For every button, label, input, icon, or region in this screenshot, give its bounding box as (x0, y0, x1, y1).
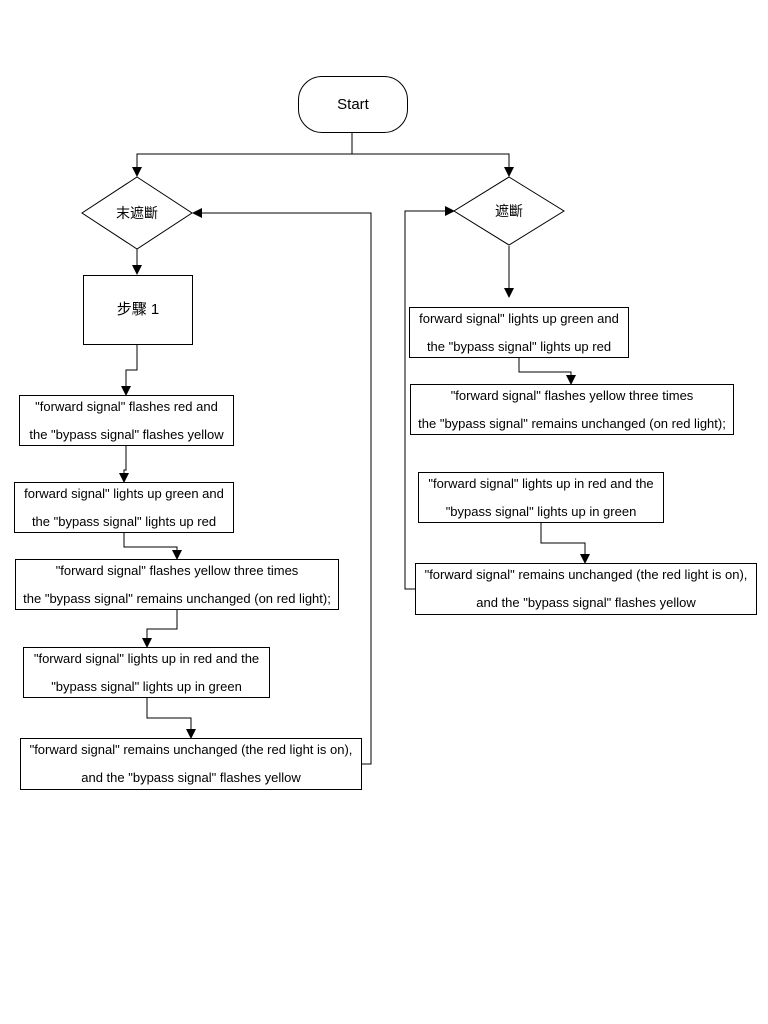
right-box-2-line1: "forward signal" flashes yellow three ti… (450, 387, 694, 403)
left-box-2-line1: forward signal" lights up green and (24, 485, 224, 501)
left-box-2-line2: the "bypass signal" lights up red (31, 513, 217, 529)
right-box-1: forward signal" lights up green and the "… (409, 307, 629, 358)
left-box-5-line2: and the "bypass signal" flashes yellow (81, 770, 301, 785)
decision-label-left: 末遮斷 (116, 205, 158, 221)
left-box-1-line2: the "bypass signal" flashes yellow (29, 426, 224, 442)
right-box-4-line1: "forward signal" remains unchanged (the … (424, 567, 748, 582)
left-box-1-line1: "forward signal" flashes red and (35, 398, 218, 414)
right-box-3: "forward signal" lights up in red and th… (418, 472, 664, 523)
step-1-box: 步驟 1 (83, 275, 193, 345)
decision-diamond-left (81, 176, 193, 250)
connector-right-box1-box2 (518, 358, 576, 385)
connector-left-box4-box5 (146, 698, 196, 739)
start-label: Start (337, 95, 369, 113)
left-box-5: "forward signal" remains unchanged (the … (20, 738, 362, 790)
left-box-4-line2: "bypass signal" lights up in green (51, 678, 242, 694)
right-box-2-line2: the "bypass signal" remains unchanged (o… (418, 415, 726, 431)
connector-step-box1 (121, 344, 138, 396)
connector-left-box1-box2 (119, 446, 129, 483)
left-box-4-line1: "forward signal" lights up in red and th… (33, 650, 260, 666)
right-box-1-line2: the "bypass signal" lights up red (426, 338, 612, 354)
connector-left-box2-box3 (123, 533, 182, 560)
right-box-3-line1: "forward signal" lights up in red and th… (428, 475, 654, 491)
decision-label-right: 遮斷 (495, 203, 523, 219)
connector-right-loop (404, 206, 455, 590)
connector-right-box3-box4 (540, 523, 590, 564)
left-box-2: forward signal" lights up green and the "… (14, 482, 234, 533)
step-1-label: 步驟 1 (116, 301, 160, 318)
right-box-4-line2: and the "bypass signal" flashes yellow (476, 595, 696, 610)
left-box-3-line1: "forward signal" flashes yellow three ti… (55, 562, 299, 578)
left-box-5-line1: "forward signal" remains unchanged (the … (29, 742, 353, 757)
right-box-1-line1: forward signal" lights up green and (419, 310, 619, 326)
left-box-3: "forward signal" flashes yellow three ti… (15, 559, 339, 610)
left-box-4: "forward signal" lights up in red and th… (23, 647, 270, 698)
connector-left-loop (192, 208, 372, 765)
left-box-1: "forward signal" flashes red and the "byp… (19, 395, 234, 446)
connector-left-box3-box4 (142, 610, 178, 648)
right-box-3-line2: "bypass signal" lights up in green (445, 503, 637, 519)
left-box-3-line2: the "bypass signal" remains unchanged (o… (23, 590, 331, 606)
right-box-4: "forward signal" remains unchanged (the … (415, 563, 757, 615)
start-terminal: Start (298, 76, 408, 133)
connector-start-split (132, 132, 353, 177)
decision-diamond-right (453, 176, 565, 246)
connector-start-right (352, 153, 514, 177)
right-box-2: "forward signal" flashes yellow three ti… (410, 384, 734, 435)
